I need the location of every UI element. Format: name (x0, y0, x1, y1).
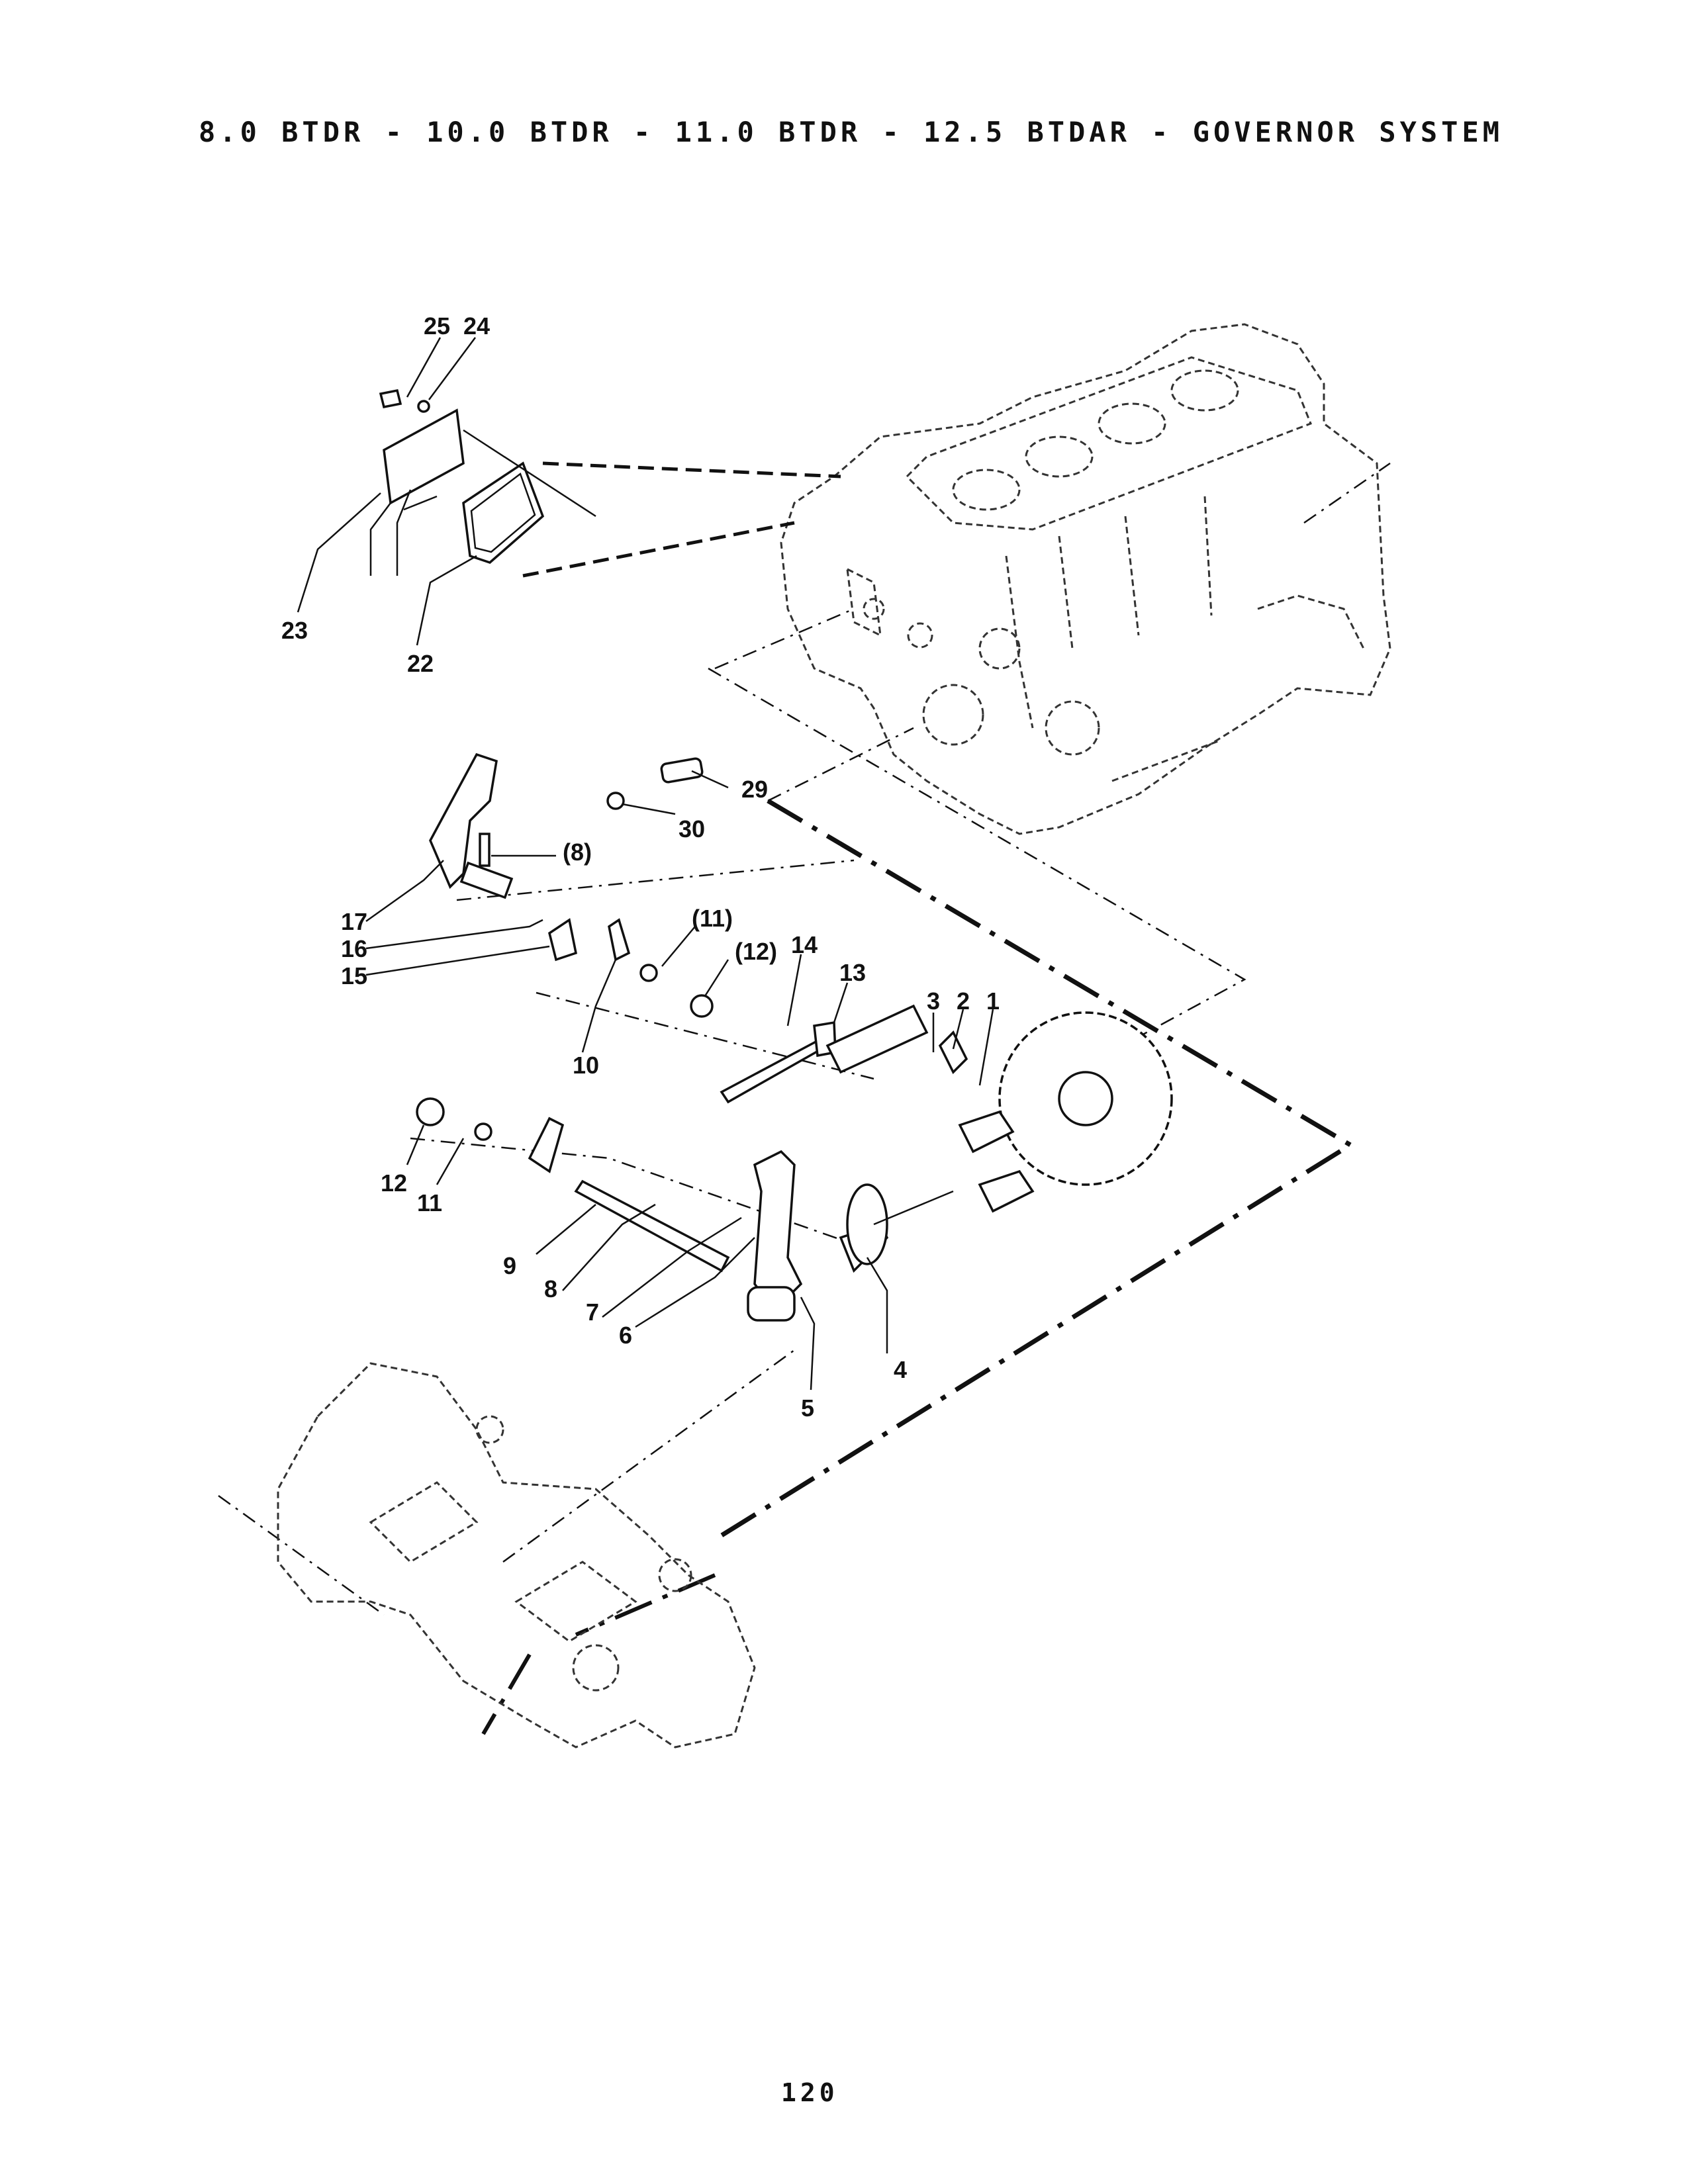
assembly-guide-lines (218, 462, 1391, 1735)
callout-12-ref: (12) (735, 938, 777, 965)
callout-leader-lines (297, 337, 994, 1390)
callout-9: 9 (503, 1252, 516, 1279)
callout-10-upper: 10 (573, 1052, 599, 1079)
callout-2: 2 (957, 987, 970, 1015)
callout-30: 30 (679, 815, 705, 842)
callout-13: 13 (839, 959, 866, 986)
callout-numbers: 25 24 23 22 29 30 (8) 17 16 15 (11) (12)… (281, 312, 1000, 1422)
callout-1: 1 (986, 987, 1000, 1015)
page-number: 120 (781, 2078, 839, 2107)
callout-11-ref: (11) (692, 905, 733, 932)
callout-24: 24 (463, 312, 490, 340)
callout-16: 16 (341, 935, 367, 962)
callout-8-ref: (8) (563, 839, 592, 866)
cover-and-gasket-parts (369, 388, 841, 578)
callout-7: 7 (586, 1298, 599, 1326)
page-title: 8.0 BTDR - 10.0 BTDR - 11.0 BTDR - 12.5 … (199, 116, 1504, 148)
engine-block-illustration (780, 323, 1391, 835)
callout-3: 3 (927, 987, 940, 1015)
callout-22: 22 (407, 650, 434, 677)
callout-29: 29 (741, 776, 768, 803)
callout-5: 5 (801, 1394, 814, 1422)
callout-11: 11 (417, 1189, 442, 1216)
gear-case-illustration (277, 1362, 756, 1749)
governor-linkage-parts (416, 752, 1173, 1322)
callout-14: 14 (791, 931, 818, 958)
callout-6: 6 (619, 1322, 632, 1349)
callout-17: 17 (341, 908, 367, 935)
callout-12: 12 (381, 1169, 407, 1197)
callout-4: 4 (894, 1356, 907, 1383)
callout-23: 23 (281, 617, 308, 644)
callout-8: 8 (544, 1275, 557, 1302)
callout-25: 25 (424, 312, 450, 340)
callout-15: 15 (341, 962, 367, 989)
